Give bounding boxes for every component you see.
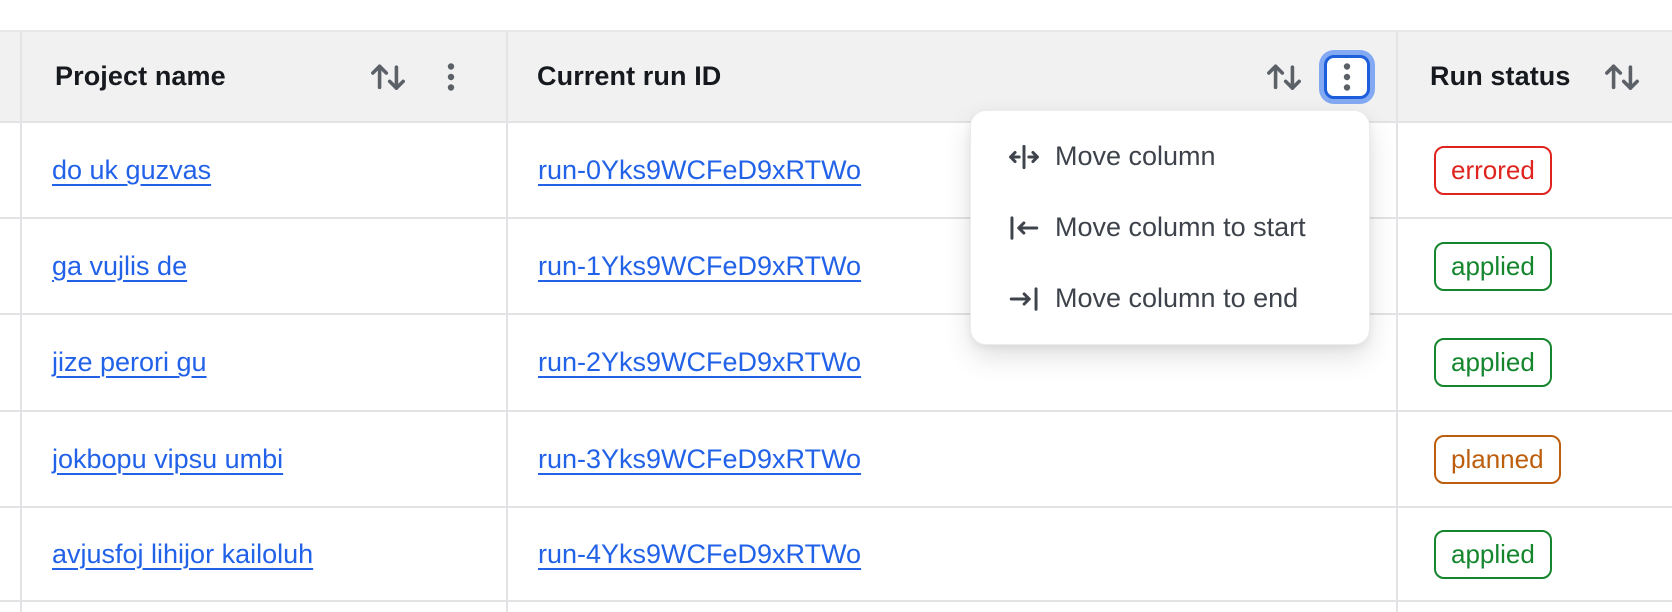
status-badge: applied [1434,529,1552,579]
move-column-icon [1009,144,1039,169]
column-label: Project name [55,61,226,91]
table-row: ga vujlis de run-1Yks9WCFeD9xRTWo applie… [0,219,1672,315]
column-label: Current run ID [537,61,722,91]
sort-icon[interactable] [1264,59,1304,95]
menu-item-move-column-to-start[interactable]: Move column to start [971,192,1369,263]
move-column-to-end-icon [1009,286,1038,311]
status-badge: applied [1434,241,1552,291]
gutter-cell [0,315,22,410]
status-badge: errored [1434,145,1552,195]
menu-item-move-column[interactable]: Move column [971,121,1369,192]
project-name-column-menu-button[interactable] [428,55,474,99]
project-link[interactable]: jokbopu vipsu umbi [52,443,284,474]
run-id-link[interactable]: run-2Yks9WCFeD9xRTWo [538,347,862,377]
kebab-menu-icon [447,62,455,91]
run-id-link[interactable]: run-0Yks9WCFeD9xRTWo [538,154,862,185]
gutter-header-cell [0,32,22,121]
table-row: avjusfoj lihijor kailoluh run-4Yks9WCFeD… [0,508,1672,602]
menu-item-label: Move column to start [1055,212,1306,242]
run-id-link[interactable]: run-4Yks9WCFeD9xRTWo [538,538,862,569]
gutter-cell [0,412,22,506]
move-column-to-start-icon [1010,215,1039,240]
column-header-run-status: Run status [1398,32,1672,121]
project-link[interactable]: ga vujlis de [52,250,188,281]
gutter-cell [0,123,22,217]
gutter-cell [0,602,22,612]
menu-item-move-column-to-end[interactable]: Move column to end [971,263,1369,334]
column-header-current-run-id: Current run ID [508,32,1398,121]
gutter-cell [0,508,22,600]
projects-table: Project name Current run ID [0,30,1672,612]
table-row: jokbopu vipsu umbi run-3Yks9WCFeD9xRTWo … [0,412,1672,508]
gutter-cell [0,219,22,313]
table-row: jize perori gu run-2Yks9WCFeD9xRTWo appl… [0,315,1672,412]
table-row: do uk guzvas run-0Yks9WCFeD9xRTWo errore… [0,123,1672,219]
sort-icon[interactable] [368,59,408,95]
project-link[interactable]: avjusfoj lihijor kailoluh [52,538,314,569]
table-row-partial [0,602,1672,612]
project-link[interactable]: jize perori gu [52,347,207,377]
run-id-link[interactable]: run-1Yks9WCFeD9xRTWo [538,250,862,281]
current-run-id-column-menu-button[interactable] [1324,54,1370,99]
menu-item-label: Move column to end [1055,283,1299,313]
table-header-row: Project name Current run ID [0,30,1672,123]
run-id-link[interactable]: run-3Yks9WCFeD9xRTWo [538,443,862,474]
sort-icon[interactable] [1602,59,1642,95]
column-label: Run status [1430,61,1571,91]
kebab-menu-icon [1343,62,1351,91]
menu-item-label: Move column [1055,141,1216,171]
project-link[interactable]: do uk guzvas [52,154,212,185]
status-badge: applied [1434,338,1552,387]
column-options-menu: Move column Move column to start Move co… [970,110,1370,345]
status-badge: planned [1434,434,1561,484]
column-header-project-name: Project name [22,32,508,121]
